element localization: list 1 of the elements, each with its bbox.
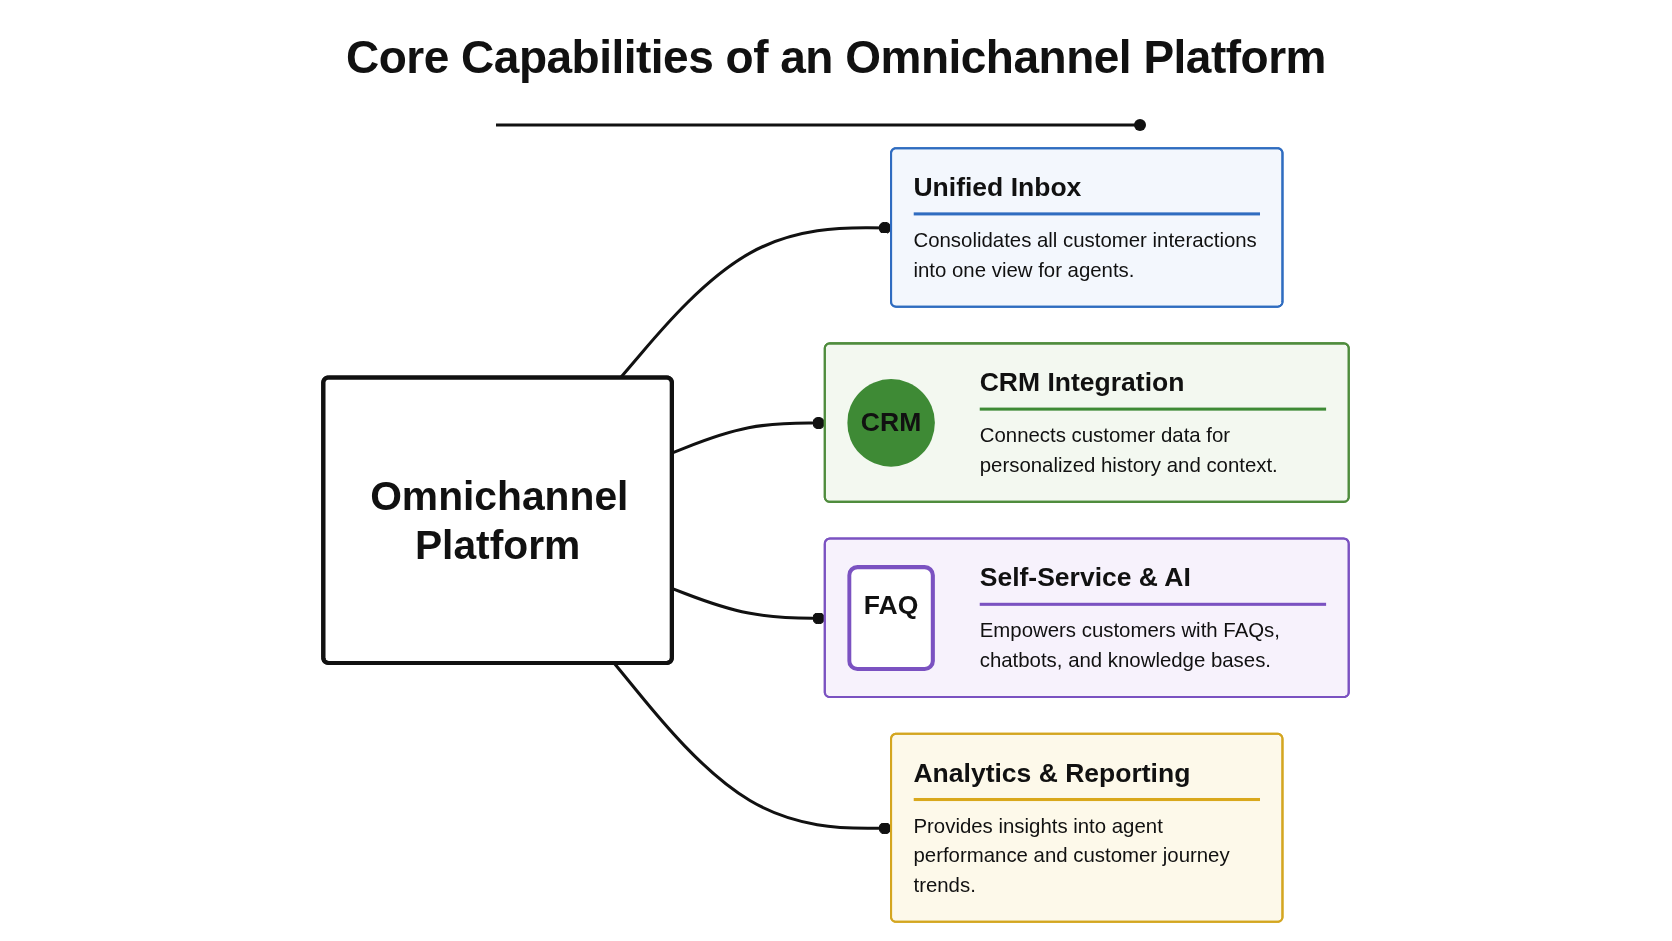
diagram-title: Core Capabilities of an Omnichannel Platform <box>346 30 1326 84</box>
